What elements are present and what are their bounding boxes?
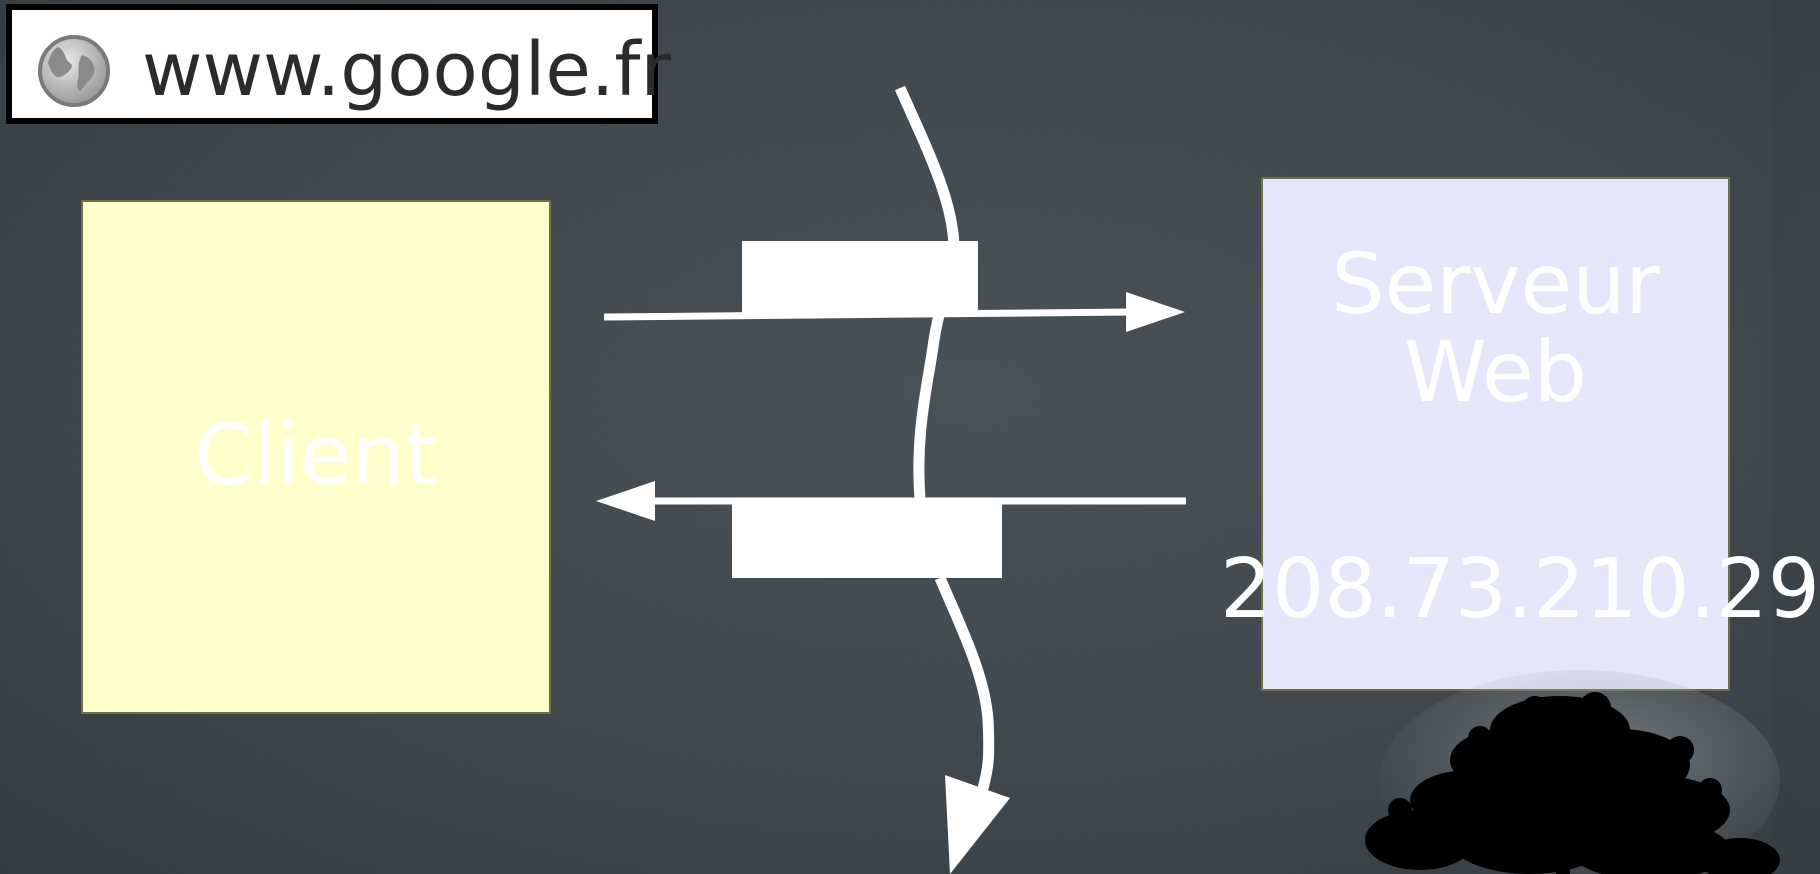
web-server-label: Serveur Web: [1261, 240, 1730, 416]
url-bar[interactable]: www.google.fr: [6, 4, 671, 124]
server-ip-address: 208.73.210.29: [1220, 542, 1820, 637]
web-server-label-line2: Web: [1403, 323, 1588, 421]
flow-curve: [894, 85, 960, 501]
url-text[interactable]: www.google.fr: [142, 27, 671, 113]
request-arrow-line: [603, 308, 1131, 321]
tree-silhouette: [1365, 670, 1780, 874]
request-arrow-head: [1126, 292, 1185, 332]
web-server-label-line1: Serveur: [1331, 235, 1660, 333]
diagram-arrows: [0, 0, 1772, 874]
client-box: [81, 200, 551, 714]
response-arrow-head: [596, 481, 655, 521]
flow-arrow-head: [945, 775, 1010, 874]
globe-icon: [38, 35, 110, 107]
client-label: Client: [194, 406, 438, 504]
web-server-box: [1261, 177, 1730, 691]
flow-curve-lower: [934, 575, 995, 794]
response-packet: [732, 500, 1002, 578]
